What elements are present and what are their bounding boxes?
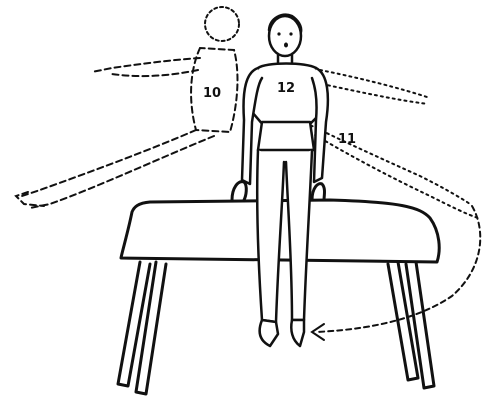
phase-10-leg-upper [22,130,196,196]
phase-12-hips [258,122,314,150]
phase-10-leg-lower [30,136,214,208]
phase-10-head [205,7,239,41]
phase-10-arm [92,58,200,72]
phase-12-leg-left [257,150,284,322]
mouth [284,43,288,48]
phase-12-leg-right [286,150,312,320]
phase-10-foot [16,192,44,206]
phase-12-arm-right [312,68,328,182]
pommel-right [312,184,325,200]
phase-12-head [269,16,301,56]
phase-12-foot-left [260,320,278,346]
phase-10-arm-lower [112,70,198,76]
phase-12-foot-right [291,320,304,346]
gymnast-phase-12 [242,15,328,346]
horse-leg-left-back [136,262,166,394]
label-phase-12: 12 [277,81,295,96]
pommel-left [232,182,246,200]
gymnast-phase-10 [16,7,239,208]
left-eye [277,32,280,35]
right-eye [289,32,292,35]
phase-11-arm [320,70,430,98]
label-phase-10: 10 [203,86,221,101]
phase-11-arm-lower [322,84,428,104]
label-phase-11: 11 [338,132,356,147]
